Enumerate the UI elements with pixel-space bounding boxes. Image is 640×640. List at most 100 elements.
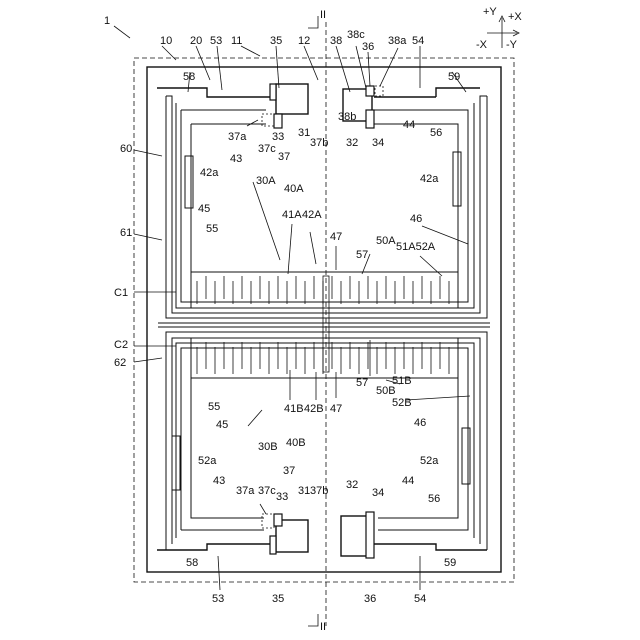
label-C2: C2 [114,339,128,351]
axis-minus-y: -Y [506,39,518,51]
upper-idt-frame [191,272,458,308]
label-61: 61 [120,227,132,239]
label-46-top: 46 [410,213,422,225]
section-mark-bottom: II [320,621,326,633]
label-53-bot: 53 [212,593,224,605]
label-62: 62 [114,357,126,369]
label-47-top: 47 [330,231,342,243]
label-41A: 41A [282,209,302,221]
label-56-top: 56 [430,127,442,139]
figure-label: 1 [104,15,110,27]
label-42a-right-top: 42a [420,173,439,185]
upper-left-conn [274,114,282,128]
lower-left-via [262,514,274,528]
label-34-bot: 34 [372,487,384,499]
label-54-top: 54 [412,35,424,47]
label-37-bot: 37 [283,465,295,477]
label-38c: 38c [347,29,365,41]
label-43-top: 43 [230,153,242,165]
label-41B: 41B [284,403,304,415]
lower-right-conn [366,512,374,558]
label-33-bot: 33 [276,491,288,503]
label-52a-right: 52a [420,455,439,467]
section-arrow-top [308,16,318,28]
label-57-top: 57 [356,249,368,261]
label-30B: 30B [258,441,278,453]
label-43-bot: 43 [213,475,225,487]
label-37b-top: 37b [310,137,328,149]
label-56-bot: 56 [428,493,440,505]
label-34-top: 34 [372,137,384,149]
upper-left-pad [276,84,308,114]
figure-label-arrow [114,26,130,38]
lower-right-bar [462,428,470,484]
label-54-bot: 54 [414,593,426,605]
upper-left-bar [185,156,193,208]
axis-plus-x: +X [508,11,522,23]
label-38: 38 [330,35,342,47]
label-37-top: 37 [278,151,290,163]
label-44-top: 44 [403,119,415,131]
upper-right-bar [453,152,461,206]
upper-right-tab-b [375,86,383,96]
upper-left-tab [270,84,276,100]
label-58-bot: 58 [186,557,198,569]
label-59-top: 59 [448,71,460,83]
upper-right-wire-outer [436,88,480,97]
lower-right-wire-outer [374,544,487,550]
label-37c-bot: 37c [258,485,276,497]
label-40A: 40A [284,183,304,195]
label-57-bot: 57 [356,377,368,389]
upper-left-wire-outer [157,88,276,97]
label-32-top: 32 [346,137,358,149]
label-58-top: 58 [183,71,195,83]
section-mark-top: II [320,9,326,21]
label-44-bot: 44 [402,475,414,487]
upper-right-conn [366,110,374,128]
label-36: 36 [362,41,374,53]
label-40B: 40B [286,437,306,449]
label-38b: 38b [338,111,356,123]
label-C1: C1 [114,287,128,299]
label-36-bot: 36 [364,593,376,605]
label-55-top: 55 [206,223,218,235]
label-53-top: 53 [210,35,222,47]
upper-right-tab-a [366,86,374,96]
label-42B: 42B [304,403,324,415]
label-37a-bot: 37a [236,485,255,497]
label-46-bot: 46 [414,417,426,429]
label-37b-bot: 37b [310,485,328,497]
axis-minus-x: -X [476,39,488,51]
lower-left-wire-outer [157,544,276,550]
label-51A52A: 51A52A [396,241,436,253]
label-31-top: 31 [298,127,310,139]
label-42a-left-top: 42a [200,167,219,179]
label-30A: 30A [256,175,276,187]
label-38a: 38a [388,35,407,47]
label-42A: 42A [302,209,322,221]
lower-loop-1 [166,332,487,550]
label-51B: 51B [392,375,412,387]
label-47-bot: 47 [330,403,342,415]
label-32-bot: 32 [346,479,358,491]
label-55-bot: 55 [208,401,220,413]
label-50A: 50A [376,235,396,247]
lower-left-tab [270,536,276,554]
label-52B: 52B [392,397,412,409]
label-60: 60 [120,143,132,155]
label-59-bot: 59 [444,557,456,569]
label-35-top: 35 [270,35,282,47]
label-33-top: 33 [272,131,284,143]
label-45-bot: 45 [216,419,228,431]
axis-plus-y: +Y [483,6,497,18]
lower-loop-4 [181,348,468,530]
label-11: 11 [231,35,242,47]
label-37c-top: 37c [258,143,276,155]
label-45-top: 45 [198,203,210,215]
lower-left-inner [191,378,264,518]
section-arrow-bottom [308,614,318,626]
lower-left-conn [274,514,282,526]
label-20: 20 [190,35,202,47]
